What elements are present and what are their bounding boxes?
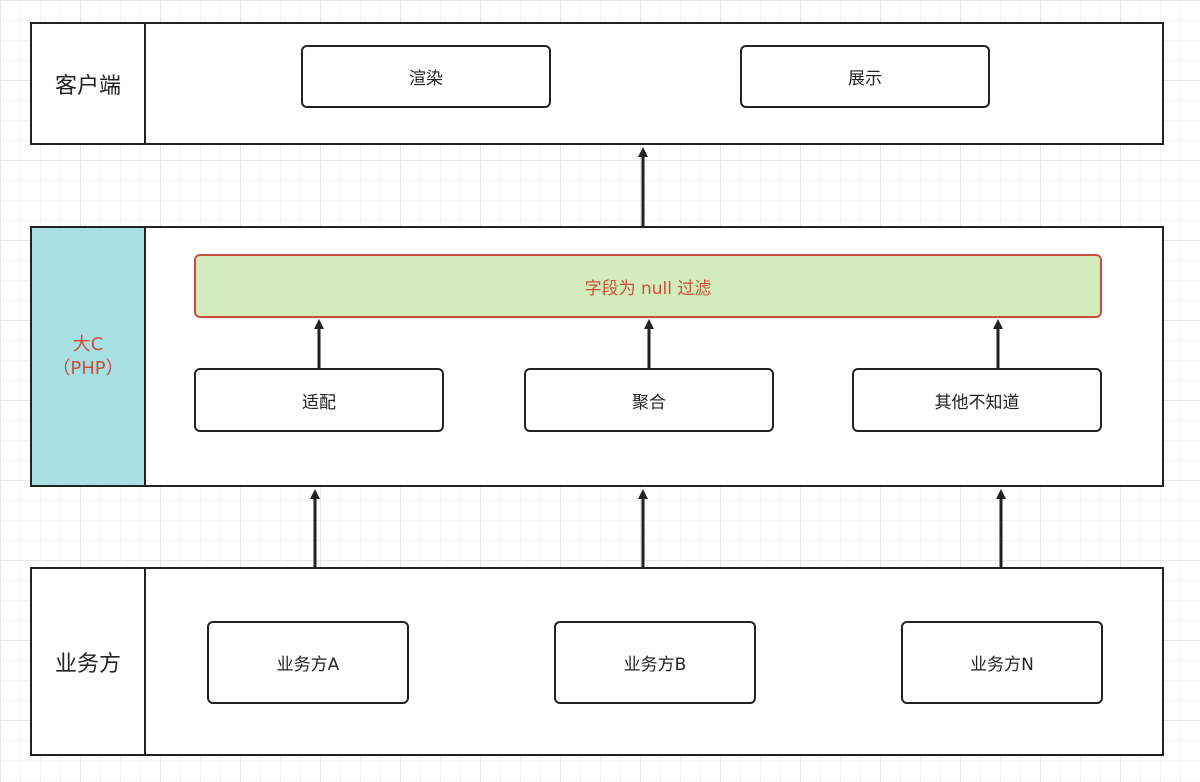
render-node[interactable]: 渲染 bbox=[301, 45, 551, 108]
client-band-label: 客户端 bbox=[32, 24, 146, 143]
adapt-node[interactable]: 适配 bbox=[194, 368, 444, 432]
unknown-others-node[interactable]: 其他不知道 bbox=[852, 368, 1102, 432]
php-layer-label-tech: （PHP） bbox=[52, 357, 124, 379]
null-filter-node[interactable]: 字段为 null 过滤 bbox=[194, 254, 1102, 318]
php-layer-label-name: 大C bbox=[72, 333, 104, 355]
aggregate-node[interactable]: 聚合 bbox=[524, 368, 774, 432]
business-band-label: 业务方 bbox=[32, 569, 146, 754]
display-node[interactable]: 展示 bbox=[740, 45, 990, 108]
business-a-node[interactable]: 业务方A bbox=[207, 621, 409, 704]
business-n-node[interactable]: 业务方N bbox=[901, 621, 1103, 704]
php-layer-label: 大C （PHP） bbox=[32, 228, 146, 485]
business-b-node[interactable]: 业务方B bbox=[554, 621, 756, 704]
